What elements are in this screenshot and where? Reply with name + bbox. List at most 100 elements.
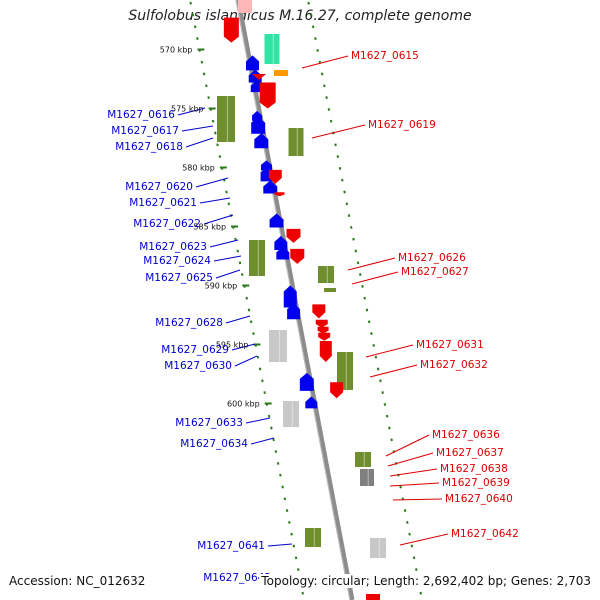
- ruler-dot: [390, 438, 393, 442]
- ruler-dot: [415, 568, 418, 572]
- feature-block-stripe: [367, 469, 369, 486]
- forward-gene-label: M1627_0643: [203, 572, 271, 584]
- feature-block-stripe: [313, 528, 315, 547]
- reverse-leader: [369, 364, 418, 378]
- ruler-dot: [403, 509, 407, 513]
- forward-gene-label: M1627_0630: [164, 360, 232, 372]
- ruler-dot: [350, 225, 353, 229]
- tick-layer: [189, 1, 423, 595]
- forward-gene-arrow: [269, 213, 284, 228]
- accession-text: Accession: NC_012632: [9, 574, 146, 588]
- reverse-gene-label: M1627_0626: [398, 252, 466, 264]
- forward-leader: [209, 239, 239, 248]
- feature-block-stripe: [272, 34, 274, 64]
- ruler-dot: [314, 37, 317, 41]
- forward-leader: [177, 107, 206, 116]
- reverse-gene-arrow: [274, 192, 285, 197]
- forward-leader: [203, 214, 234, 225]
- ruler-dot: [410, 544, 414, 548]
- scale-label: 595 kbp: [216, 341, 249, 350]
- ruler-dot: [225, 190, 228, 194]
- ruler-dot: [196, 37, 199, 41]
- reverse-leader: [399, 533, 449, 546]
- ruler-dot: [272, 438, 275, 442]
- reverse-leader: [385, 434, 430, 457]
- ruler-dot: [270, 426, 273, 430]
- ruler-dot: [341, 178, 344, 182]
- ruler-dot: [281, 485, 284, 489]
- ruler-dot: [374, 355, 378, 359]
- genome-title: Sulfolobus islandicus M.16.27, complete …: [128, 8, 472, 24]
- ruler-dot: [376, 367, 380, 371]
- ruler-dot: [207, 96, 210, 100]
- leader-layer: [177, 55, 449, 581]
- forward-gene-arrow: [283, 285, 297, 308]
- reverse-gene-label: M1627_0639: [442, 477, 510, 489]
- topology-text: Topology: circular; Length: 2,692,402 bp…: [259, 574, 591, 588]
- ruler-dot: [352, 237, 355, 241]
- forward-gene-label: M1627_0634: [180, 438, 248, 450]
- forward-gene-label: M1627_0628: [155, 317, 223, 329]
- forward-gene-arrow: [305, 396, 318, 409]
- reverse-gene-arrow: [223, 17, 239, 43]
- ruler-dot: [327, 107, 331, 111]
- forward-gene-label: M1627_0620: [125, 181, 193, 193]
- reverse-gene-arrow: [252, 74, 266, 80]
- forward-leader: [213, 255, 242, 262]
- ruler-dot: [325, 96, 328, 100]
- ruler-dot: [267, 414, 271, 418]
- reverse-gene-label: M1627_0640: [445, 493, 513, 505]
- forward-gene-label: M1627_0622: [133, 218, 201, 230]
- feature-block-stripe: [345, 352, 347, 390]
- forward-gene-label: M1627_0625: [145, 272, 213, 284]
- reverse-gene-arrow: [312, 304, 326, 319]
- ruler-dot: [316, 48, 319, 52]
- ruler-dot: [372, 343, 375, 347]
- reverse-leader: [311, 124, 366, 139]
- ruler-dot: [274, 450, 278, 454]
- feature-block: [360, 469, 374, 486]
- ruler-dot: [329, 119, 333, 123]
- feature-block: [283, 401, 299, 427]
- reverse-gene-arrow: [330, 382, 344, 399]
- reverse-gene-arrow: [318, 332, 331, 341]
- scale-label: 590 kbp: [205, 282, 238, 291]
- reverse-gene-arrow: [290, 248, 305, 264]
- forward-leader: [234, 355, 258, 367]
- reverse-leader: [351, 271, 399, 285]
- forward-gene-label: M1627_0624: [143, 255, 211, 267]
- ruler-dot: [297, 568, 300, 572]
- feature-block: [355, 452, 371, 467]
- reverse-leader: [347, 257, 396, 271]
- ruler-dot: [236, 249, 240, 253]
- feature-block-stripe: [296, 128, 298, 156]
- feature-block: [217, 96, 235, 142]
- feature-block: [370, 538, 386, 558]
- reverse-gene-label: M1627_0636: [432, 429, 500, 441]
- ruler-dot: [285, 509, 289, 513]
- forward-leader: [250, 437, 275, 445]
- scale-label: 575 kbp: [171, 105, 204, 114]
- forward-leader: [185, 137, 214, 148]
- ruler-dot: [399, 485, 402, 489]
- reverse-gene-label: M1627_0637: [436, 447, 504, 459]
- ruler-dot: [279, 473, 282, 477]
- feature-block-stripe: [378, 538, 380, 558]
- scale-label: 580 kbp: [182, 164, 215, 173]
- reverse-gene-label: M1627_0627: [401, 266, 469, 278]
- reverse-gene-label: M1627_0619: [368, 119, 436, 131]
- reverse-leader: [389, 468, 438, 477]
- ruler-dot: [214, 131, 217, 135]
- ruler-dot: [205, 84, 208, 88]
- feature-block-stripe: [257, 240, 259, 276]
- ruler-dot: [234, 237, 237, 241]
- ruler-dot: [323, 84, 326, 88]
- scale-label: 600 kbp: [227, 400, 260, 409]
- block-layer: [217, 0, 386, 600]
- feature-block-stripe: [363, 452, 365, 467]
- ruler-dot: [301, 591, 305, 595]
- forward-leader: [225, 315, 251, 324]
- reverse-gene-label: M1627_0642: [451, 528, 519, 540]
- reverse-gene-arrow: [259, 82, 276, 109]
- ruler-dot: [193, 25, 197, 29]
